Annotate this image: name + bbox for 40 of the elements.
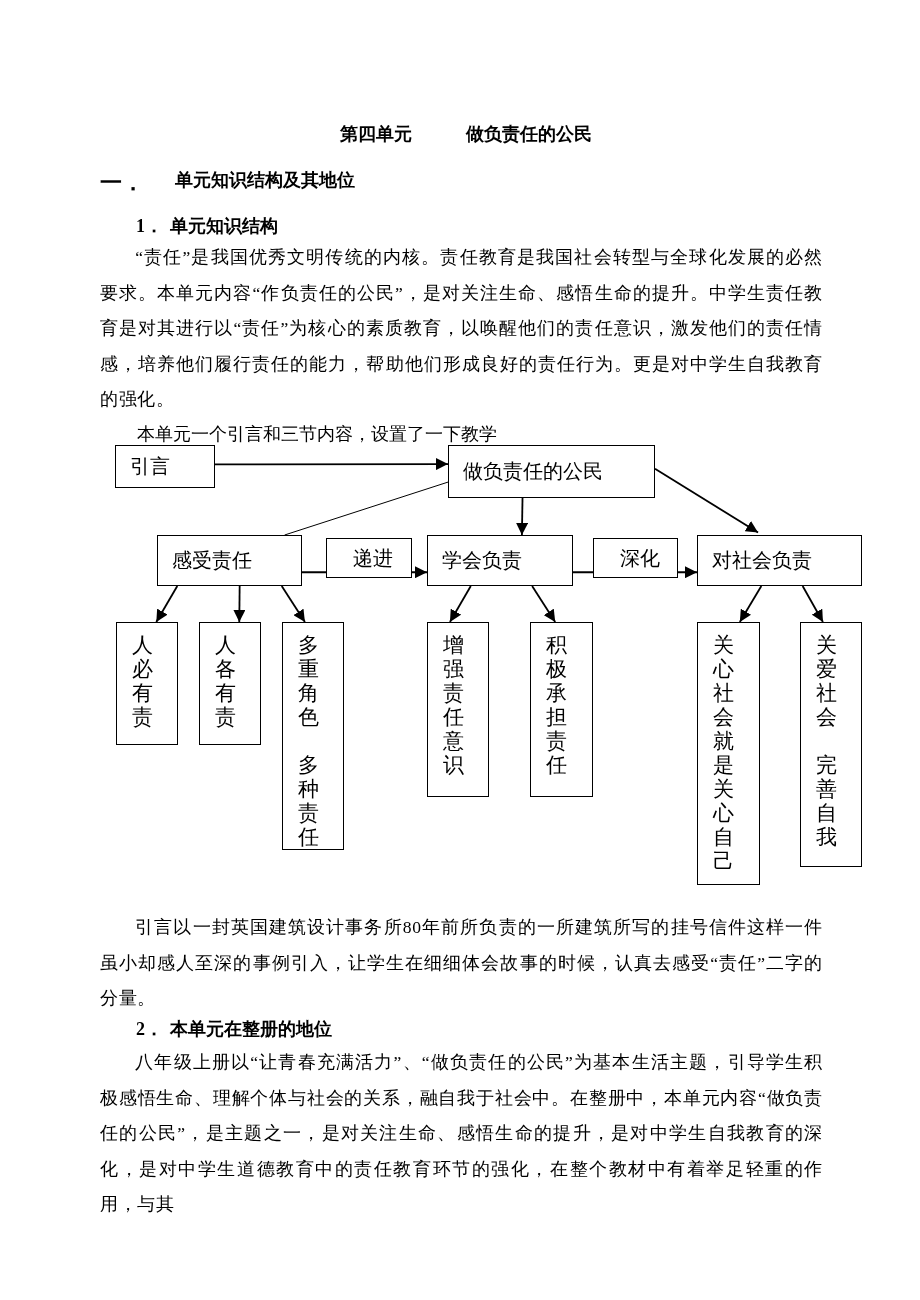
arrow: [280, 585, 306, 623]
arrow: [449, 585, 472, 623]
process-box: 引言: [115, 445, 215, 488]
section-heading: 1．: [136, 215, 163, 238]
box-text: 关爱社会: [816, 633, 837, 729]
vertical-text-box: 关心社会就是关心自己: [697, 622, 760, 885]
vertical-text-box: 人必有责: [116, 622, 178, 745]
paragraph: 八年级上册以“让青春充满活力”、“做负责任的公民”为基本生活主题，引导学生积极感悟生命、理解个体与社会的关系，融自我于社会中。在整册中，本单元内容“做负责任的公民”，是主题之一，是对关注生命、感悟生命的提升，是对中学生自我教育的深化，是对中学生道德教育中的责任教育环节的强化，在整个教材中有着举足轻重的作用，与其: [100, 1051, 823, 1216]
arrow: [233, 585, 246, 623]
section-heading: 本单元在整册的地位: [170, 1018, 332, 1041]
paragraph: 引言以一封英国建筑设计事务所80年前所负责的一所建筑所写的挂号信件这样一件虽小却感人至深的事例引入，让学生在细细体会故事的时候，认真去感受“责任”二字的分量。: [100, 916, 823, 1010]
section-heading: 单元知识结构: [170, 215, 278, 238]
vertical-text-box: 增强责任意识: [427, 622, 489, 797]
page-title: 第四单元 做负责任的公民: [340, 123, 592, 146]
intro-text: 本单元一个引言和三节内容，设置了一下教学: [137, 423, 497, 446]
arrow: [214, 458, 449, 471]
process-box: 对社会负责: [697, 535, 862, 586]
box-text: 多重角色: [298, 633, 319, 729]
vertical-text-box: 积极承担责任: [530, 622, 593, 797]
vertical-text-box: [800, 622, 862, 867]
process-box: 做负责任的公民: [448, 445, 655, 498]
vertical-text-box: 人各有责: [199, 622, 261, 745]
arrow: [654, 467, 759, 534]
section-heading: 2．: [136, 1018, 163, 1041]
arrow: [155, 585, 179, 623]
connector-line: [284, 481, 449, 536]
vertical-text-box: [282, 622, 344, 850]
box-text: 多种责任: [298, 753, 319, 849]
arrow: [531, 585, 557, 623]
edge-label: 深化: [593, 538, 678, 578]
arrow: [738, 585, 763, 623]
paragraph: “责任”是我国优秀文明传统的内核。责任教育是我国社会转型与全球化发展的必然要求。本单元内容“作负责任的公民”，是对关注生命、感悟生命的提升。中学生责任教育是对其进行以“责任”为核心的素质教育，以唤醒他们的责任意识，激发他们的责任情感，培养他们履行责任的能力，帮助他们形成良好的责任行为。更是对中学生自我教育的强化。: [100, 246, 823, 411]
arrow: [516, 497, 529, 536]
arrow: [801, 585, 824, 623]
section-heading: 单元知识结构及其地位: [175, 169, 355, 192]
edge-label: 递进: [326, 538, 412, 578]
process-box: 学会负责: [427, 535, 573, 586]
box-text: 完善自我: [816, 753, 837, 849]
section-heading: 一．: [100, 169, 144, 197]
process-box: 感受责任: [157, 535, 302, 586]
